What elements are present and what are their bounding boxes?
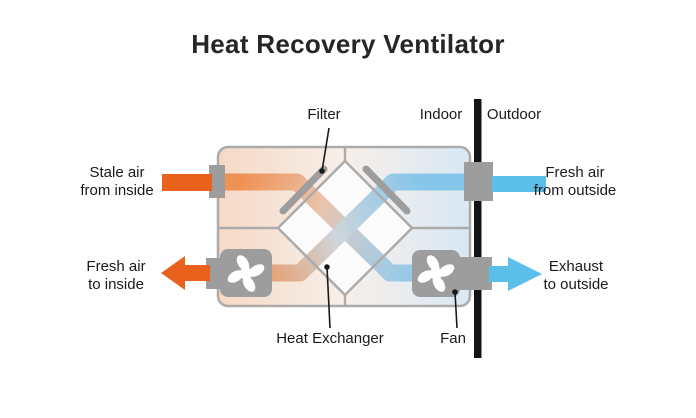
filter-bar-left	[279, 165, 328, 215]
pointer-dots	[319, 168, 458, 295]
indoor-label: Indoor	[419, 106, 463, 123]
fresh-air-stream	[254, 173, 467, 282]
exhaust-label: Exhaust to outside	[543, 258, 608, 294]
fresh-in-label-line1: Fresh air	[86, 258, 146, 275]
outdoor-label: Outdoor	[486, 106, 542, 123]
pointer-lines	[321, 127, 458, 329]
chamber-dividers	[219, 147, 469, 306]
fresh-out-label-line2: from outside	[533, 182, 617, 199]
fresh-air-to-inside-arrow	[161, 256, 210, 290]
duct-intake-outdoor	[464, 162, 493, 201]
filter-label: Filter	[307, 106, 341, 123]
exhaust-label-line1: Exhaust	[548, 258, 604, 275]
heat-exchanger-label: Heat Exchanger	[276, 330, 384, 347]
exhaust-to-outside-arrow	[489, 257, 542, 291]
fresh-air-from-outside-bar	[492, 176, 546, 192]
duct-inlet-stale	[209, 165, 225, 198]
filter-bar-right	[362, 165, 411, 215]
fresh-in-label-line2: to inside	[88, 276, 144, 293]
page-title: Heat Recovery Ventilator	[191, 29, 505, 59]
stale-air-label-line1: Stale air	[89, 164, 145, 181]
fresh-air-from-outside-label: Fresh air from outside	[534, 164, 617, 200]
wall-divider	[474, 99, 482, 358]
stale-air-label: Stale air from inside	[80, 164, 153, 200]
duct-exhaust-outdoor	[456, 257, 492, 290]
fresh-out-label-line1: Fresh air	[545, 164, 605, 181]
stale-air-inflow-bar	[162, 174, 212, 191]
fresh-air-to-inside-label: Fresh air to inside	[86, 258, 145, 294]
fan-label: Fan	[440, 330, 466, 347]
exhaust-label-line2: to outside	[543, 276, 609, 293]
stale-air-label-line2: from inside	[80, 182, 154, 199]
